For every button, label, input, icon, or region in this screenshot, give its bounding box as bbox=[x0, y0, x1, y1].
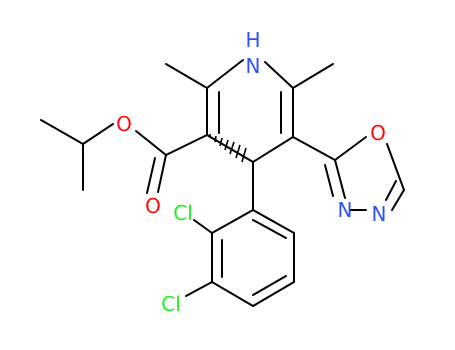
bond bbox=[252, 281, 295, 307]
bond bbox=[40, 119, 84, 145]
bond bbox=[334, 159, 346, 199]
bond bbox=[165, 134, 208, 156]
bonds bbox=[40, 59, 405, 307]
bond bbox=[334, 136, 367, 161]
bond bbox=[193, 219, 213, 234]
bond bbox=[252, 219, 287, 239]
chlorine-atom-label: Cl bbox=[173, 201, 193, 225]
nitrogen-atom-label: N bbox=[338, 198, 353, 222]
oxygen-atom-label: O bbox=[116, 112, 132, 136]
bond bbox=[252, 136, 294, 163]
bond bbox=[82, 123, 114, 145]
bond bbox=[252, 209, 295, 234]
bond bbox=[206, 59, 244, 89]
bond bbox=[157, 154, 167, 193]
bond bbox=[211, 281, 254, 307]
oxygen-atom-label: O bbox=[145, 194, 161, 218]
nitrogen-atom-label: N bbox=[246, 54, 261, 78]
bond bbox=[146, 157, 156, 194]
bond bbox=[292, 136, 336, 161]
bond bbox=[264, 61, 294, 89]
bond bbox=[135, 130, 167, 156]
atom-labels: N H O O O N N Cl Cl bbox=[116, 28, 386, 316]
bond bbox=[385, 180, 397, 201]
hash-wedge-bond bbox=[209, 134, 247, 163]
bond bbox=[211, 209, 254, 234]
bond bbox=[292, 63, 334, 89]
chlorine-atom-label: Cl bbox=[161, 292, 181, 316]
bond bbox=[252, 275, 287, 296]
bond bbox=[324, 164, 334, 197]
bond bbox=[185, 281, 213, 297]
bond bbox=[165, 63, 208, 89]
bond bbox=[386, 143, 405, 191]
hydrogen-atom-label: H bbox=[245, 28, 260, 52]
nitrogen-atom-label: N bbox=[372, 202, 387, 226]
bond bbox=[391, 189, 405, 211]
oxygen-atom-label: O bbox=[370, 121, 386, 145]
